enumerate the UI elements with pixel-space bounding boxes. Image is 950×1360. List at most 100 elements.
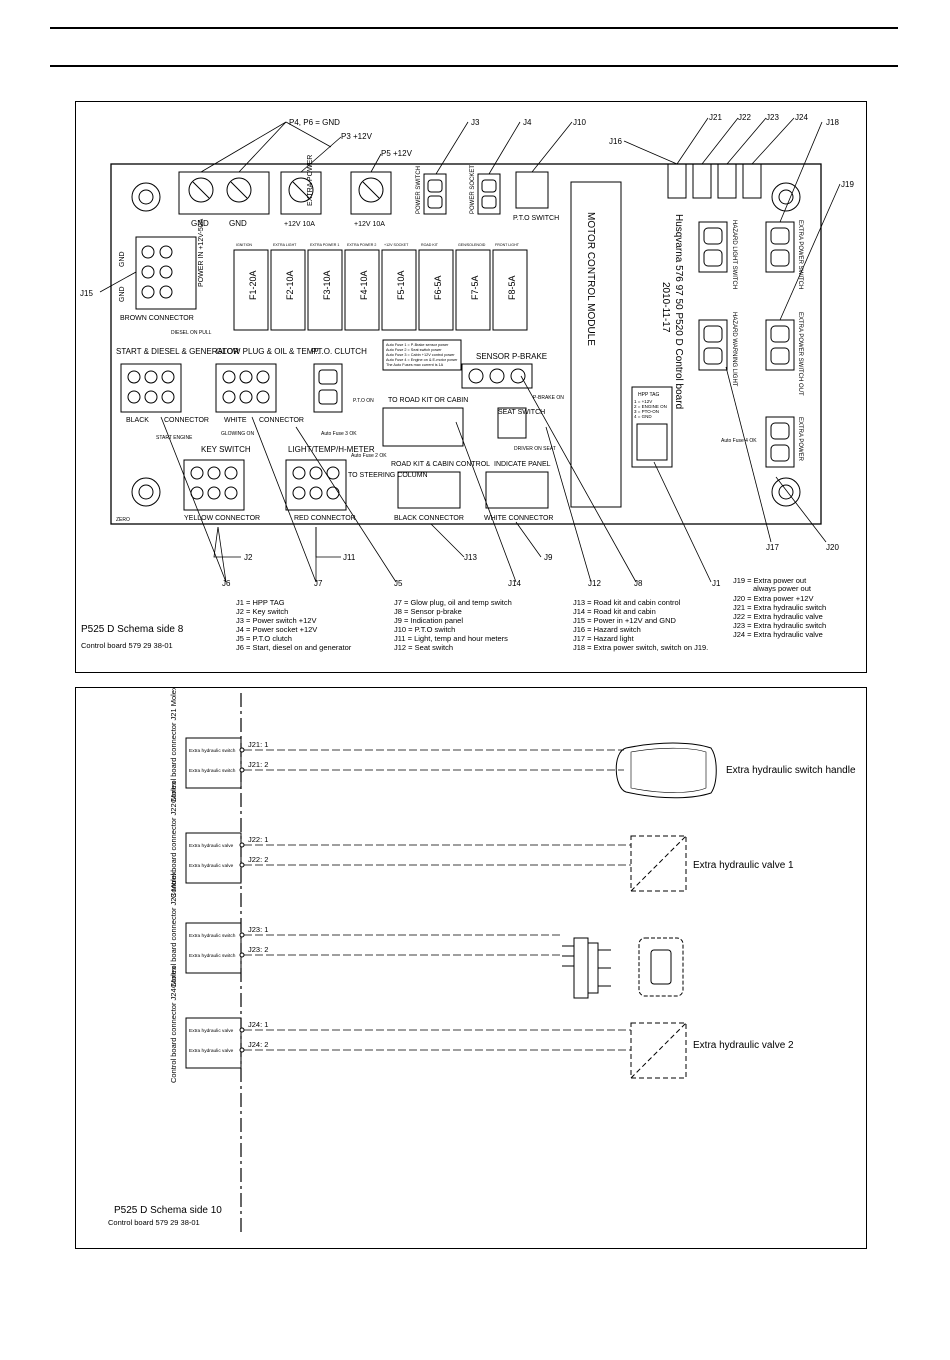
wire-label: J22: 2 (248, 855, 268, 864)
callout-j17: J17 (766, 543, 779, 552)
pin-terminal (239, 862, 245, 868)
pin-terminal (239, 952, 245, 958)
key-switch-label: KEY SWITCH (201, 445, 251, 454)
pin-label: Extra hydraulic switch (189, 768, 236, 774)
fuse-body (418, 249, 454, 331)
legend-entry: J15 = Power in +12V and GND (573, 616, 677, 625)
bottom-schema-title: P525 D Schema side 10 (114, 1205, 222, 1216)
fuse-label: F2-10A (285, 270, 295, 300)
legend-entry: J8 = Sensor p-brake (394, 607, 462, 616)
callout-j5: J5 (394, 579, 403, 588)
legend-entry: J17 = Hazard light (573, 634, 635, 643)
pto-on-label: P.T.O ON (353, 398, 374, 404)
fuse-body (307, 249, 343, 331)
j15-gnd-2: GND (119, 286, 126, 302)
j3-j4-j10-connectors (423, 171, 549, 215)
callout-j7: J7 (314, 579, 323, 588)
callout-j20: J20 (826, 543, 839, 552)
callout-j9: J9 (544, 553, 553, 562)
legend-entry: J7 = Glow plug, oil and temp switch (394, 598, 512, 607)
motor-control-module (570, 181, 622, 508)
hpp-tag-title: HPP TAG (638, 392, 660, 398)
glow-plug-label: GLOW PLUG & OIL & TEMP. (216, 347, 320, 356)
yellow-connector-label: YELLOW CONNECTOR (184, 515, 260, 522)
glowing-on-label: GLOWING ON (221, 431, 254, 437)
legend-entry: J13 = Road kit and cabin control (573, 598, 681, 607)
second-rule (50, 65, 898, 67)
control-board-outline (110, 163, 822, 525)
power-in-label: POWER IN +12V-50A (198, 218, 205, 287)
wire-label: J23: 1 (248, 925, 268, 934)
hydraulic-valve-2-diagonal (630, 1022, 687, 1079)
callout-j4: J4 (523, 118, 532, 127)
j21-j24-connectors (667, 163, 762, 199)
callout-j16: J16 (609, 137, 622, 146)
sensor-pbrake-label: SENSOR P-BRAKE (476, 352, 547, 361)
fuse-heading: EXTRA LIGHT (273, 243, 297, 247)
legend-entry: J16 = Hazard switch (573, 625, 641, 634)
callout-j18: J18 (826, 118, 839, 127)
rocker-switch-side-icon (562, 937, 611, 999)
pin-label: Extra hydraulic switch (189, 933, 236, 939)
connector-1-label: CONNECTOR (164, 417, 209, 424)
gnd-label-1: GND (191, 219, 209, 228)
pin-terminal (239, 767, 245, 773)
molex-connector-box (185, 737, 242, 789)
callout-p4p6: P4, P6 = GND (289, 118, 340, 127)
fuse-label: F8-5A (507, 275, 517, 300)
driver-on-seat-label: DRIVER ON SEAT (514, 446, 556, 452)
power-switch-label: POWER SWITCH (416, 166, 422, 214)
fuse-heading: EXTRA POWER 1 (310, 243, 339, 247)
right-connectors (698, 221, 795, 468)
white-connector-1-label: WHITE (224, 417, 247, 424)
pto-switch-label: P.T.O SWITCH (513, 215, 559, 222)
fuse-body (492, 249, 528, 331)
svg-text:Auto Fuse 1 = P-Brake sensor p: Auto Fuse 1 = P-Brake sensor power (386, 343, 449, 347)
to-road-kit-label: TO ROAD KIT OR CABIN (388, 397, 468, 404)
fuse-body (270, 249, 306, 331)
callout-j14: J14 (508, 579, 521, 588)
fuse-heading: IGNITION (236, 243, 252, 247)
device-label: Extra hydraulic switch handle (726, 765, 856, 776)
auto-fuse-4-label: Auto Fuse 4 OK (721, 438, 757, 444)
svg-text:Auto Fuse 3 = Cabin +12V contr: Auto Fuse 3 = Cabin +12V control power (386, 353, 455, 357)
extra-power-switch-label: EXTRA POWER SWITCH (797, 220, 803, 289)
wire-label: J21: 2 (248, 760, 268, 769)
hydraulic-valve-2-icon (630, 1022, 687, 1079)
extra-power-label: EXTRA POWER (307, 155, 314, 206)
red-connector-label: RED CONNECTOR (294, 515, 356, 522)
callout-j8: J8 (634, 579, 643, 588)
callout-j15: J15 (80, 289, 93, 298)
p3-stud-label: +12V 10A (284, 221, 315, 228)
svg-text:J22 = Extra hydraulic valve: J22 = Extra hydraulic valve (733, 612, 823, 621)
pto-clutch-label: P.T.O. CLUTCH (311, 347, 367, 356)
pin-terminal (239, 842, 245, 848)
connector-caption: Control board connector J21 Molex (169, 688, 178, 803)
hpp-tag-plug (636, 423, 668, 461)
legend-entry: J11 = Light, temp and hour meters (394, 634, 508, 643)
svg-text:J20 = Extra power +12V: J20 = Extra power +12V (733, 594, 813, 603)
hydraulic-switch-handle-icon (615, 742, 717, 799)
bottom-schema-subtitle: Control board 579 29 38-01 (108, 1218, 200, 1227)
motor-control-module-label: MOTOR CONTROL MODULE (585, 212, 596, 346)
svg-text:1 = +12V: 1 = +12V (634, 399, 652, 404)
connector-caption: Control board connector J22 Molex (169, 781, 178, 898)
fuse-label: F3-10A (322, 270, 332, 300)
hazard-light-switch-label: HAZARD LIGHT SWITCH (731, 220, 737, 289)
legend-entry: J18 = Extra power switch, switch on J19. (573, 643, 708, 652)
auto-fuse-notes: Auto Fuse 1 = P-Brake sensor power Auto … (386, 343, 458, 367)
molex-connector-box (185, 832, 242, 884)
hydraulic-valve-1-icon (630, 835, 687, 892)
diesel-on-pull-label: DIESEL ON PULL (171, 330, 212, 336)
svg-text:3 = PTO-ON: 3 = PTO-ON (634, 409, 659, 414)
j15-power-in (135, 236, 197, 310)
to-steering-label: TO STEERING COLUMN (348, 472, 428, 479)
svg-text:2 = ENGINE ON: 2 = ENGINE ON (634, 404, 667, 409)
callout-j22: J22 (738, 113, 751, 122)
auto-fuse-2-label: Auto Fuse 2 OK (351, 453, 387, 459)
black-connector-2-label: BLACK CONNECTOR (394, 515, 464, 522)
wire-label: J22: 1 (248, 835, 268, 844)
